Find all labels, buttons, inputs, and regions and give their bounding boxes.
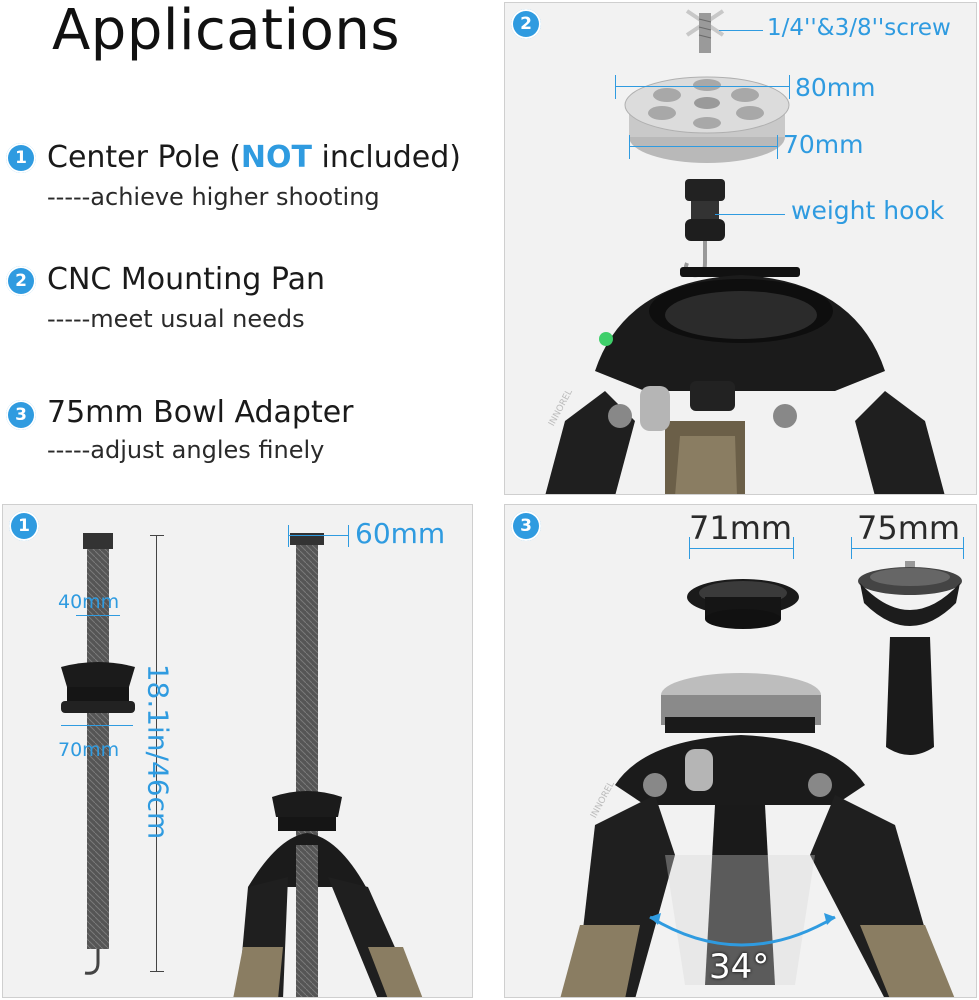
pan-70-label: 70mm — [783, 130, 864, 159]
bowl-ring-image — [687, 579, 799, 629]
center-pole-image — [61, 533, 135, 975]
pan-70-tick-left — [629, 135, 630, 159]
pan-70-dimline — [629, 146, 777, 147]
feature-1-sub: -----achieve higher shooting — [47, 183, 380, 211]
bowl-75-label: 75mm — [857, 509, 961, 547]
pole-60-label: 60mm — [355, 517, 446, 550]
panel-2-badge: 2 — [511, 9, 541, 39]
length-tick-top — [150, 535, 164, 536]
pan-80-dimline — [615, 86, 789, 87]
pole-70-label: 70mm — [58, 739, 120, 761]
feature-1-badge: 1 — [6, 143, 36, 173]
hook-label: weight hook — [791, 196, 945, 225]
pole-60-tick-right — [348, 525, 349, 547]
screw-leader — [719, 30, 763, 31]
feature-3-sub: -----adjust angles finely — [47, 436, 325, 464]
pole-70-dimline — [61, 725, 133, 726]
pole-60-dimline — [288, 535, 348, 536]
mounting-pan-image — [624, 76, 790, 163]
pan-70-tick-right — [777, 135, 778, 159]
bowl-75-tick-left — [851, 537, 852, 559]
feature-2-sub: -----meet usual needs — [47, 305, 305, 333]
panel-3-badge: 3 — [511, 511, 541, 541]
bowl-75-tick-right — [963, 537, 964, 559]
pole-60-tick-left — [288, 525, 289, 547]
pan-80-label: 80mm — [795, 73, 876, 102]
panel-center-pole: 1 40mm 70mm 18.1in/46cm — [2, 504, 473, 998]
bowl-adapter-image — [858, 561, 962, 755]
feature-1-title-pre: Center Pole ( — [47, 140, 241, 175]
feature-3-badge: 3 — [6, 400, 36, 430]
length-tick-bottom — [150, 971, 164, 972]
bowl-71-tick-right — [793, 537, 794, 559]
feature-3-title: 75mm Bowl Adapter — [47, 395, 354, 430]
tripod-top-image — [545, 267, 945, 494]
feature-2-badge: 2 — [6, 266, 36, 296]
panel-1-badge: 1 — [9, 511, 39, 541]
pole-40-dimline — [76, 615, 120, 616]
feature-1-title-post: included) — [312, 140, 461, 175]
pan-80-tick-left — [615, 75, 616, 99]
feature-2-title: CNC Mounting Pan — [47, 262, 325, 297]
pan-80-tick-right — [789, 75, 790, 99]
bowl-71-label: 71mm — [689, 509, 793, 547]
feature-1-title-highlight: NOT — [240, 140, 312, 175]
panel-bowl-adapter: 3 71mm 75mm INNOREL — [504, 504, 977, 998]
page-title: Applications — [52, 0, 401, 63]
angle-label: 34° — [709, 947, 770, 987]
screw-label: 1/4''&3/8''screw — [767, 15, 951, 41]
feature-1-title: Center Pole (NOT included) — [47, 140, 461, 175]
tripod-bowl-image — [560, 673, 955, 997]
screw-icon — [685, 9, 725, 53]
length-dimline — [156, 535, 157, 971]
panel-mounting-pan: 2 1/4''&3/8''screw 80mm 70mm weight h — [504, 2, 977, 495]
bowl-71-tick-left — [689, 537, 690, 559]
bowl-75-dimline — [851, 548, 963, 549]
pole-40-label: 40mm — [58, 591, 120, 613]
pole-length-label: 18.1in/46cm — [141, 663, 175, 840]
bowl-71-dimline — [689, 548, 793, 549]
hook-leader — [715, 214, 785, 215]
tripod-with-pole-image — [233, 533, 423, 997]
